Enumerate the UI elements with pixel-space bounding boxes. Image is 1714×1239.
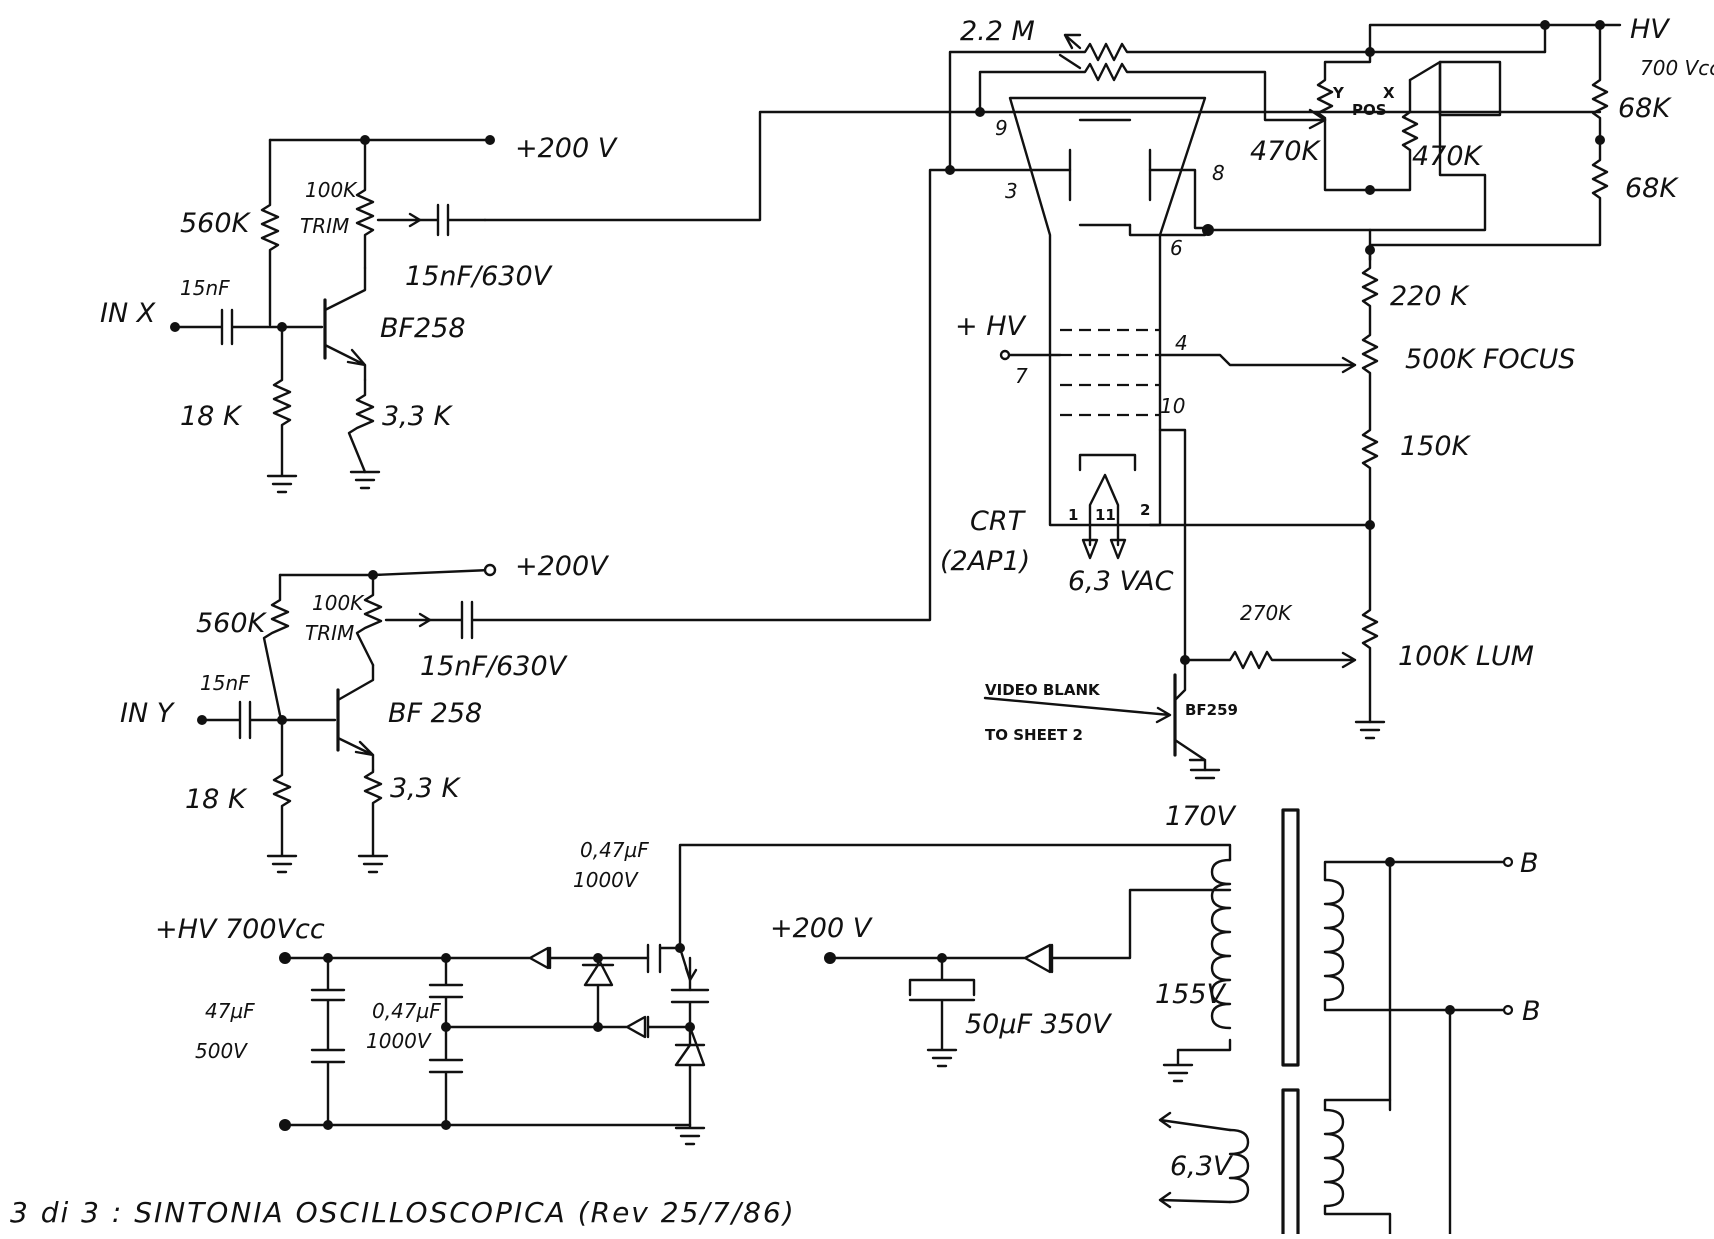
x-bf258-label: BF258 [380,313,466,344]
b-b-label: B [1522,996,1541,1027]
tap-155v-label: 155V [1155,979,1228,1010]
plus200v-supply-label: +200 V [770,913,874,944]
cap-47uf-label: 47µF [205,999,255,1023]
crt-and-divider: 2.2 M HV 700 Vcc 68K 68K 470K 470K Y X P… [940,14,1714,780]
in-x-label: IN X [100,298,156,329]
y-plus200v-label: +200V [515,551,610,582]
x-amplifier: +200 V 560K 100K TRIM 15nF/630V 15nF IN … [100,110,1602,494]
video-blank-label: VIDEO BLANK [985,681,1101,699]
y-15nf-label: 15nF [200,671,250,695]
b-a-label: B [1520,848,1539,879]
y-560k-label: 560K [196,608,268,639]
pos-x-label: X [1383,84,1395,102]
crt-pin-3-label: 3 [1005,179,1018,203]
cap-500v-label: 500V [195,1039,248,1063]
x-18k-label: 18 K [180,401,243,432]
r-270k-label: 270K [1240,601,1293,625]
cap-1000v-a-label: 1000V [573,868,639,892]
crt-pin-1-label: 1 [1068,506,1078,524]
x-15nf-label: 15nF [180,276,230,300]
sheet-title: 3 di 3 : SINTONIA OSCILLOSCOPICA (Rev 25… [10,1196,796,1229]
crt-pin-11-label: 11 [1095,506,1116,524]
plus-hv-crt-label: + HV [955,311,1028,342]
cap-047uf-b-label: 0,47µF [372,999,441,1023]
crt-pin-10-label: 10 [1160,394,1185,418]
pot-470k-b-label: 470K [1412,141,1484,172]
pos-label: POS [1352,101,1387,119]
crt-pin-7-label: 7 [1015,364,1028,388]
x-3k3-label: 3,3 K [382,401,454,432]
in-y-label: IN Y [120,698,176,729]
transformer-supply: +200 V 50µF 350V 170V 155V B B 6,3V [770,801,1541,1236]
y-100k-label: 100K [312,591,365,615]
pot-100k-lum-label: 100K LUM [1398,641,1534,672]
r-68k-b-label: 68K [1625,173,1679,204]
y-3k3-label: 3,3 K [390,773,462,804]
hv-700vcc-supply-label: +HV 700Vcc [155,914,325,945]
pot-470k-a-label: 470K [1250,136,1322,167]
x-15nf-630v-label: 15nF/630V [405,261,554,292]
r-150k-label: 150K [1400,431,1472,462]
x-trim-label: TRIM [300,214,349,238]
crt-pin-2-label: 2 [1140,501,1150,519]
hv-label: HV [1630,14,1671,45]
sec-170v-label: 170V [1165,801,1238,832]
crt-pin-9-label: 9 [995,116,1008,140]
y-bf258-label: BF 258 [388,698,482,729]
x-plus200v-label: +200 V [515,133,619,164]
q-bf259-label: BF259 [1185,701,1238,719]
cap-047uf-a-label: 0,47µF [580,838,649,862]
crt-type-label: (2AP1) [940,546,1030,577]
hv-multiplier: +HV 700Vcc 47µF 500V 0,47µF 1000V 0,47µF… [155,838,1232,1146]
y-trim-label: TRIM [305,621,354,645]
y-amplifier: +200V 560K 100K TRIM 15nF/630V 15nF IN Y… [120,168,952,874]
cap-1000v-b-label: 1000V [366,1029,432,1053]
y-18k-label: 18 K [185,784,248,815]
r-2m2-label: 2.2 M [960,16,1035,47]
pot-500k-focus-label: 500K FOCUS [1405,344,1575,375]
crt-pin-6-label: 6 [1170,236,1183,260]
cap-50uf-350v-label: 50µF 350V [965,1009,1113,1040]
x-560k-label: 560K [180,208,252,239]
hv-700vcc-label: 700 Vcc [1640,56,1714,80]
crt-pin-8-label: 8 [1212,161,1225,185]
crt-label: CRT [970,506,1027,537]
pos-y-label: Y [1332,84,1345,102]
r-68k-a-label: 68K [1618,93,1672,124]
x-100k-label: 100K [305,178,358,202]
crt-pin-4-label: 4 [1175,331,1188,355]
heater-6v3ac-label: 6,3 VAC [1068,566,1174,597]
to-sheet-2-label: TO SHEET 2 [985,726,1083,744]
y-15nf-630v-label: 15nF/630V [420,651,569,682]
fil-6v3-label: 6,3V [1170,1151,1234,1182]
r-220k-label: 220 K [1390,281,1470,312]
